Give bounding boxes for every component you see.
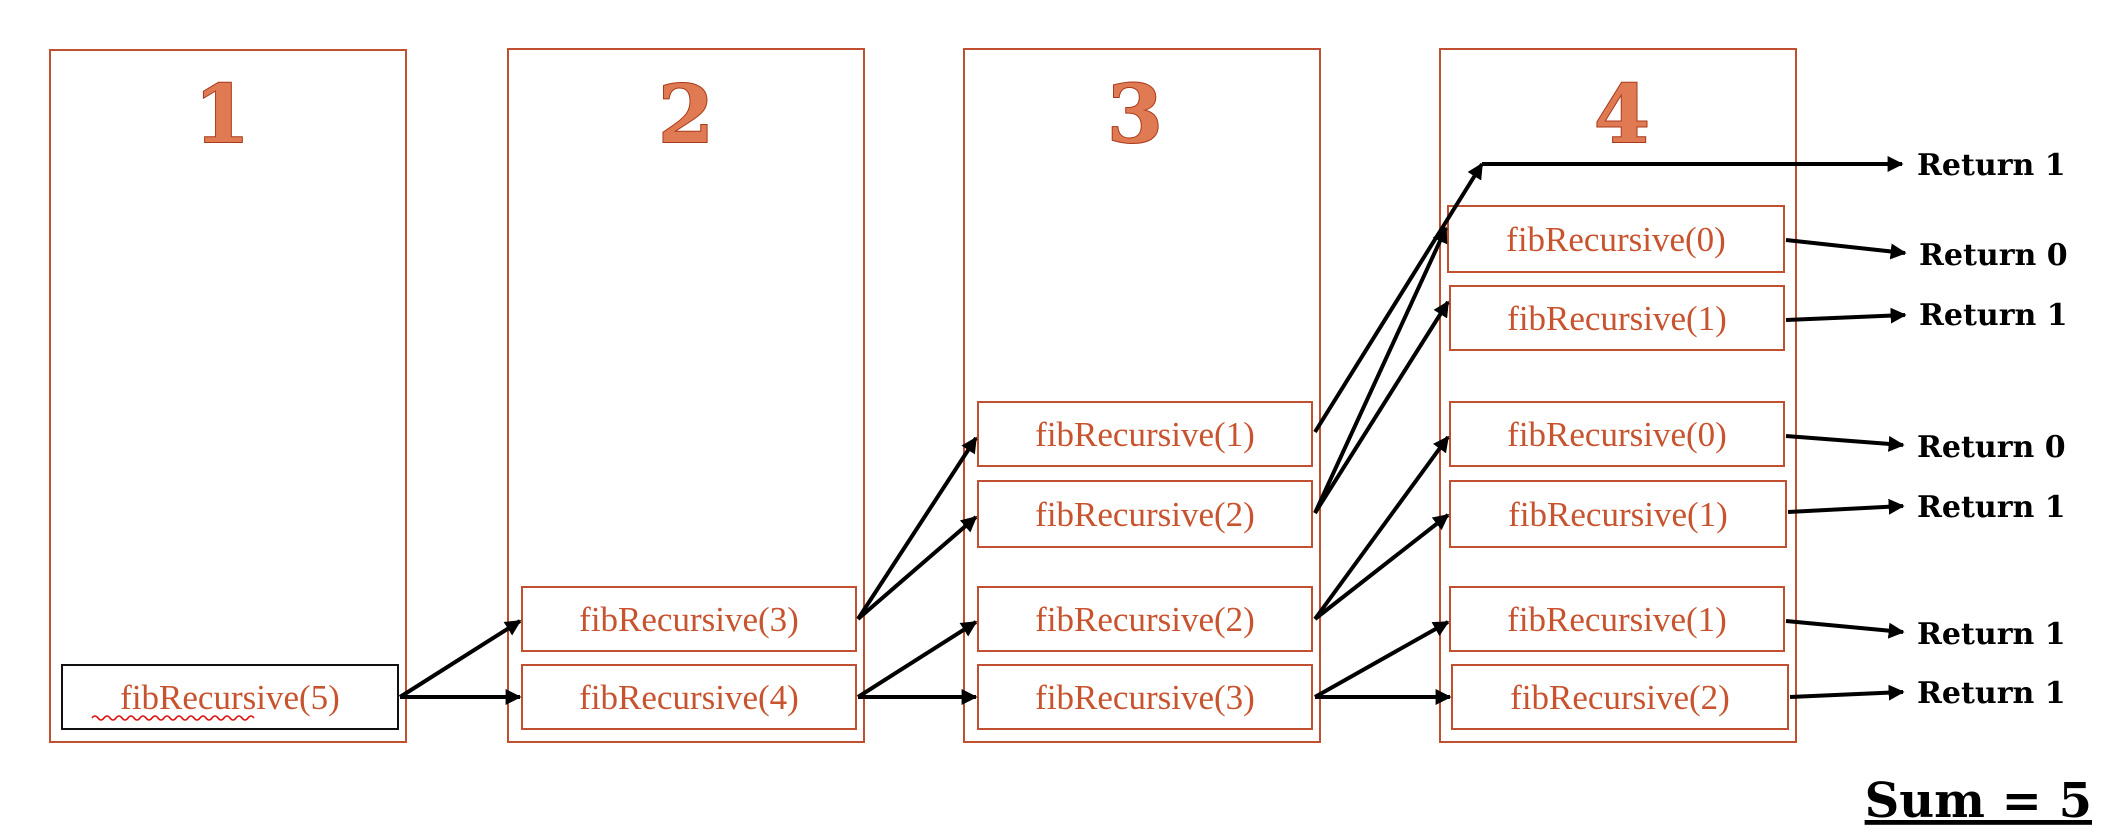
return-arrow bbox=[1789, 684, 1905, 701]
return-label: Return 0 bbox=[1917, 430, 2066, 465]
call-box bbox=[977, 480, 1313, 548]
call-label: fibRecursive(2) bbox=[1035, 495, 1255, 534]
sum-label: Sum = 5 bbox=[1865, 773, 2092, 829]
call-label-fib5: fibRecursive(5) bbox=[120, 678, 340, 717]
call-arrow bbox=[1313, 300, 1450, 515]
return-label: Return 1 bbox=[1919, 298, 2068, 333]
call-label: fibRecursive(0) bbox=[1506, 220, 1726, 259]
column-4-number: 4 bbox=[1594, 67, 1650, 161]
call-label: fibRecursive(1) bbox=[1507, 299, 1727, 338]
return-arrow bbox=[1787, 498, 1905, 515]
column-3-number: 3 bbox=[1107, 67, 1163, 161]
call-label: fibRecursive(1) bbox=[1507, 600, 1727, 639]
call-box bbox=[1449, 586, 1785, 652]
column-1-number: 1 bbox=[194, 67, 250, 161]
return-label: Return 1 bbox=[1917, 676, 2066, 711]
call-label: fibRecursive(0) bbox=[1507, 415, 1727, 454]
return-label: Return 0 bbox=[1919, 238, 2068, 273]
call-arrow bbox=[1313, 513, 1450, 621]
call-arrow bbox=[856, 436, 978, 621]
call-box bbox=[1449, 480, 1787, 548]
column-2-number: 2 bbox=[658, 67, 714, 161]
call-label: fibRecursive(2) bbox=[1510, 678, 1730, 717]
call-arrow bbox=[1313, 435, 1450, 621]
call-arrow bbox=[1314, 620, 1450, 699]
return-label: Return 1 bbox=[1917, 617, 2066, 652]
call-box bbox=[1449, 285, 1785, 351]
call-arrow bbox=[856, 620, 978, 699]
call-label: fibRecursive(2) bbox=[1035, 600, 1255, 639]
call-label: fibRecursive(1) bbox=[1508, 495, 1728, 534]
return-arrow bbox=[1785, 238, 1907, 260]
call-box bbox=[977, 586, 1313, 652]
call-box bbox=[977, 401, 1313, 467]
call-arrow bbox=[1313, 226, 1448, 514]
call-box bbox=[977, 664, 1313, 730]
return-label: Return 1 bbox=[1917, 490, 2066, 525]
return-arrow bbox=[1785, 307, 1907, 324]
call-arrow bbox=[1313, 162, 1484, 434]
call-box bbox=[1449, 401, 1785, 467]
call-box bbox=[521, 664, 857, 730]
call-label: fibRecursive(4) bbox=[579, 678, 799, 717]
spellcheck-underline bbox=[91, 715, 255, 721]
call-arrow bbox=[856, 515, 978, 621]
call-label: fibRecursive(3) bbox=[1035, 678, 1255, 717]
call-label: fibRecursive(3) bbox=[579, 600, 799, 639]
column-1-frame bbox=[49, 49, 407, 743]
call-box bbox=[521, 586, 857, 652]
return-label: Return 1 bbox=[1917, 148, 2066, 183]
call-box bbox=[1451, 664, 1789, 730]
call-label: fibRecursive(1) bbox=[1035, 415, 1255, 454]
call-box bbox=[1447, 205, 1785, 273]
call-arrow bbox=[398, 619, 522, 699]
return-arrow bbox=[1785, 619, 1905, 639]
return-arrow bbox=[1785, 434, 1905, 452]
